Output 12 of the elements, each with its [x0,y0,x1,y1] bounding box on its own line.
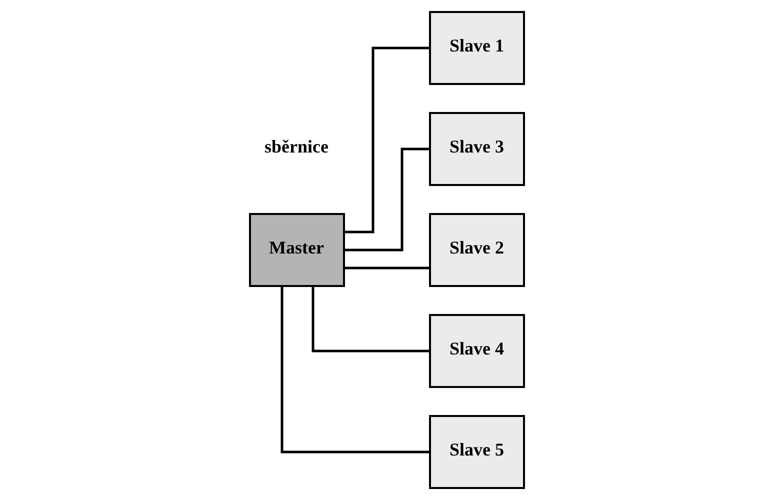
node-box: Slave 2 [429,213,525,287]
node-box: Slave 3 [429,112,525,186]
connector [312,286,430,352]
node-box: Slave 4 [429,314,525,388]
connector [344,148,430,252]
label: sběrnice [264,136,328,156]
connector [280,286,430,454]
node-box: Slave 1 [429,11,525,85]
node-box: Master [249,213,345,287]
node-box: Slave 5 [429,415,525,489]
connector [344,46,430,234]
connector [344,266,430,270]
